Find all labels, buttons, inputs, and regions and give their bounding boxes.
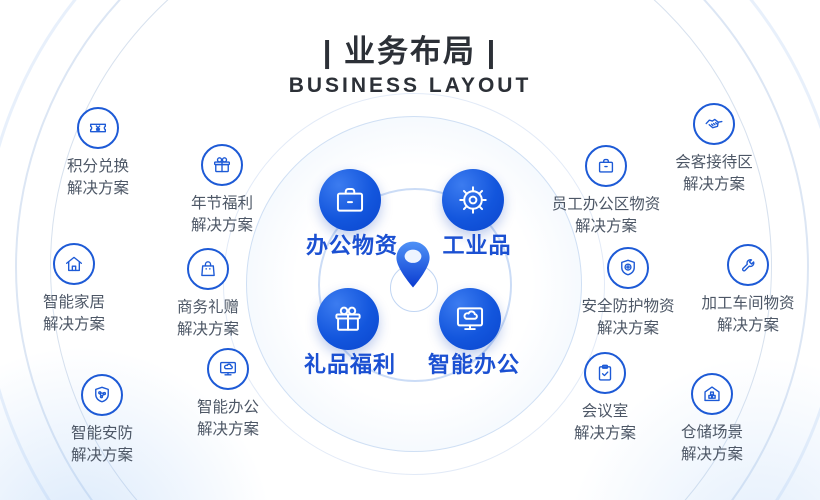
category-gift-welfare-circle <box>317 288 379 350</box>
solution-sub: 解决方案 <box>190 217 253 234</box>
category-office-supplies-label: 办公物资 <box>305 233 398 258</box>
hub-inner-ring <box>318 188 512 382</box>
solution-sub: 解决方案 <box>70 447 133 464</box>
gift-icon <box>201 144 243 186</box>
solution-label: 加工车间物资 <box>701 295 795 312</box>
security-shield-icon <box>81 374 123 416</box>
smart-office-icon <box>456 307 484 331</box>
solution-label: 智能家居 <box>42 294 105 311</box>
solution-label: 智能安防 <box>70 425 133 442</box>
solution-label: 商务礼赠 <box>176 299 239 316</box>
solution-item-smart-home: 智能家居 解决方案 <box>0 243 149 336</box>
home-icon <box>53 243 95 285</box>
category-office-supplies-circle <box>319 169 381 231</box>
wrench-icon <box>727 244 769 286</box>
solution-sub: 解决方案 <box>42 316 105 333</box>
briefcase-icon <box>336 187 364 212</box>
smart-monitor-icon <box>207 348 249 390</box>
solution-label: 积分兑换 <box>66 158 129 175</box>
solution-item-business-gifting: 商务礼赠 解决方案 <box>133 248 283 341</box>
gift-icon <box>335 306 361 331</box>
solution-item-smart-security: 智能安防 解决方案 <box>27 374 177 467</box>
shopping-bag-icon <box>187 248 229 290</box>
page-title: | 业务布局 | <box>322 34 498 69</box>
category-industrial-goods-circle <box>442 169 504 231</box>
category-smart-office-circle <box>439 288 501 350</box>
hub-outer-ring <box>223 93 605 475</box>
handshake-icon <box>693 103 735 145</box>
warehouse-icon <box>691 373 733 415</box>
solution-item-workshop-supplies: 加工车间物资 解决方案 <box>673 244 820 337</box>
solution-sub: 解决方案 <box>574 218 637 235</box>
solution-sub: 解决方案 <box>573 425 636 442</box>
solution-item-festival-welfare: 年节福利 解决方案 <box>147 144 297 237</box>
solution-label: 会客接待区 <box>675 154 753 171</box>
solution-sub: 解决方案 <box>596 320 659 337</box>
solution-item-safety-protection: 安全防护物资 解决方案 <box>553 247 703 340</box>
solution-item-meeting-room: 会议室 解决方案 <box>530 352 680 445</box>
solution-item-warehouse-scene: 仓储场景 解决方案 <box>637 373 787 466</box>
solution-sub: 解决方案 <box>680 446 743 463</box>
category-gift-welfare-label: 礼品福利 <box>303 352 396 377</box>
category-smart-office-label: 智能办公 <box>427 352 520 377</box>
solution-sub: 解决方案 <box>66 180 129 197</box>
solution-sub: 解决方案 <box>196 421 259 438</box>
solution-label: 安全防护物资 <box>581 298 675 315</box>
shield-plus-icon <box>607 247 649 289</box>
solution-label: 员工办公区物资 <box>551 196 661 213</box>
solution-item-points-redemption: 积分兑换 解决方案 <box>23 107 173 200</box>
location-pin-icon <box>392 240 434 292</box>
solution-label: 年节福利 <box>190 195 253 212</box>
solution-item-smart-office: 智能办公 解决方案 <box>153 348 303 441</box>
solution-sub: 解决方案 <box>682 176 745 193</box>
solution-label: 会议室 <box>581 403 629 420</box>
solution-label: 仓储场景 <box>680 424 743 441</box>
solution-sub: 解决方案 <box>716 317 779 334</box>
ticket-icon <box>77 107 119 149</box>
solution-sub: 解决方案 <box>176 321 239 338</box>
solution-item-staff-office-supplies: 员工办公区物资 解决方案 <box>531 145 681 238</box>
category-industrial-goods-label: 工业品 <box>442 233 512 258</box>
solution-label: 智能办公 <box>196 399 259 416</box>
solution-item-reception-area: 会客接待区 解决方案 <box>639 103 789 196</box>
clipboard-check-icon <box>584 352 626 394</box>
page-subtitle: BUSINESS LAYOUT <box>288 74 532 97</box>
briefcase-icon <box>585 145 627 187</box>
gear-icon <box>459 186 487 214</box>
